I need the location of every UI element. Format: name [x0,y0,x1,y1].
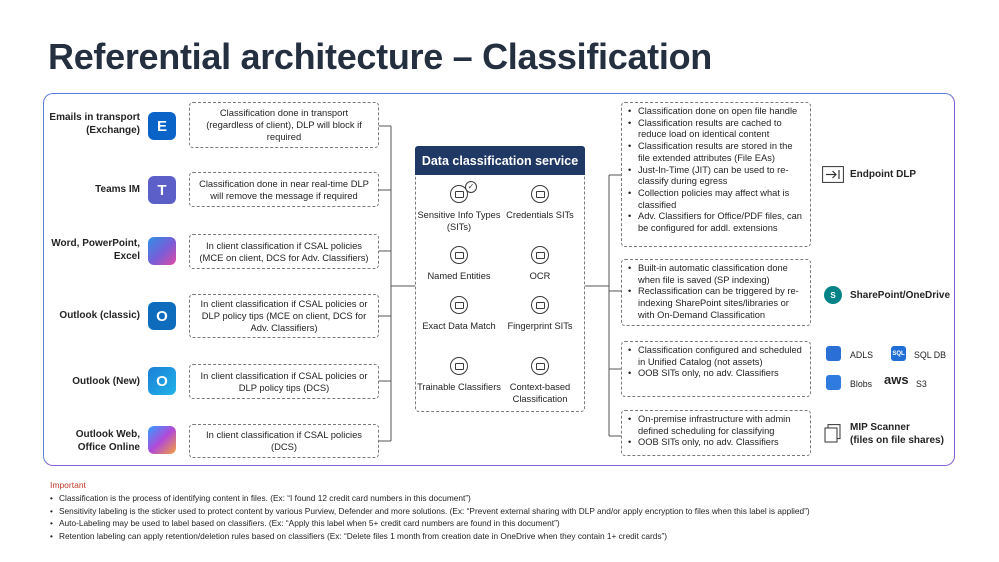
sharepoint-icon: S [824,286,842,304]
catalog-bullet: OOB SITs only, no adv. Classifiers [627,368,804,380]
teams-icon: T [148,176,176,204]
endpoint-icon [822,166,844,183]
blobs-label: Blobs [850,379,873,389]
source-description-exchange: Classification done in transport (regard… [189,102,379,148]
source-label-teams: Teams IM [95,184,140,195]
endpoint-bullet: Classification done on open file handle [627,106,804,118]
architecture-frame [43,93,955,466]
important-title: Important [50,480,86,490]
source-label-outlook-web: Outlook Web, Office Online [75,429,140,453]
sensitive-info-icon [450,185,468,203]
catalog-bullet: Classification configured and scheduled … [627,345,804,368]
named-entities-icon [450,246,468,264]
sharepoint-bullet: Reclassification can be triggered by re-… [627,286,804,321]
service-item-ocr: OCR [529,271,551,281]
file-share-icon [824,424,841,443]
service-item-sensitive-info: Sensitive Info Types (SITs) [417,210,501,232]
scanner-details: On-premise infrastructure with admin def… [621,410,811,456]
sql-db-icon: SQL [891,346,906,361]
sql-db-label: SQL DB [914,350,946,360]
exchange-icon: E [148,112,176,140]
aws-icon: aws [884,372,909,387]
source-label-office-apps: Word, PowerPoint, Excel [51,238,140,262]
endpoint-details: Classification done on open file handle … [621,102,811,247]
s3-label: S3 [916,379,927,389]
endpoint-dlp-label: Endpoint DLP [850,169,917,180]
source-description-office-apps: In client classification if CSAL policie… [189,234,379,269]
blobs-icon [826,375,841,390]
important-note: Sensitivity labeling is the sticker used… [50,505,810,518]
adls-icon [826,346,841,361]
important-note: Auto-Labeling may be used to label based… [50,517,810,530]
endpoint-bullet: Just-In-Time (JIT) can be used to re-cla… [627,165,804,188]
adls-label: ADLS [850,350,873,360]
endpoint-bullet: Collection policies may affect what is c… [627,188,804,211]
sharepoint-onedrive-label: SharePoint/OneDrive [850,290,951,301]
source-description-outlook-classic: In client classification if CSAL policie… [189,294,379,338]
sharepoint-bullet: Built-in automatic classification done w… [627,263,804,286]
service-item-context-classification: Context-based Classification [509,382,571,404]
source-label-exchange: Emails in transport (Exchange) [49,112,140,136]
endpoint-bullet: Classification results are stored in the… [627,141,804,164]
service-item-credentials: Credentials SITs [506,210,574,220]
scanner-bullet: OOB SITs only, no adv. Classifiers [627,437,804,449]
fingerprint-icon [531,296,549,314]
important-note: Retention labeling can apply retention/d… [50,530,810,543]
microsoft365-icon [148,237,176,265]
credentials-icon [531,185,549,203]
outlook-new-icon: O [148,367,176,395]
scanner-bullet: On-premise infrastructure with admin def… [627,414,804,437]
mip-scanner-label: MIP Scanner (files on file shares) [850,422,944,446]
service-item-fingerprint: Fingerprint SITs [507,321,573,331]
service-item-exact-data-match: Exact Data Match [422,321,496,331]
important-notes: Classification is the process of identif… [50,492,810,542]
outlook-classic-icon: O [148,302,176,330]
source-label-outlook-classic: Outlook (classic) [59,310,140,321]
exact-data-match-icon [450,296,468,314]
service-item-trainable-classifiers: Trainable Classifiers [417,382,501,392]
source-description-outlook-web: In client classification if CSAL policie… [189,424,379,458]
endpoint-bullet: Classification results are cached to red… [627,118,804,141]
sharepoint-details: Built-in automatic classification done w… [621,259,811,326]
context-classification-icon [531,357,549,375]
catalog-details: Classification configured and scheduled … [621,341,811,397]
service-title: Data classification service [415,146,585,175]
trainable-classifier-icon [450,357,468,375]
service-item-named-entities: Named Entities [427,271,491,281]
source-description-outlook-new: In client classification if CSAL policie… [189,364,379,399]
check-icon: ✓ [465,181,477,193]
important-note: Classification is the process of identif… [50,492,810,505]
endpoint-bullet: Adv. Classifiers for Office/PDF files, c… [627,211,804,234]
page-title: Referential architecture – Classificatio… [48,36,712,77]
source-label-outlook-new: Outlook (New) [72,376,140,387]
ocr-icon [531,246,549,264]
copilot-icon [148,426,176,454]
source-description-teams: Classification done in near real-time DL… [189,172,379,207]
